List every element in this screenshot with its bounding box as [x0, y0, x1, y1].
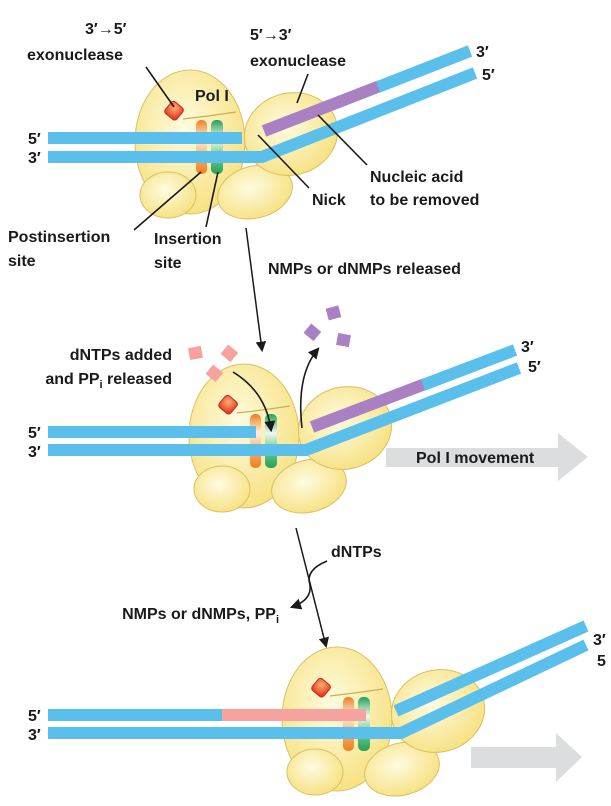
exchange-arrow	[289, 560, 328, 610]
end-label-5prime: 5′	[528, 359, 541, 376]
dna-template-strand	[48, 639, 589, 739]
dna-strand-downstream	[393, 620, 589, 717]
dntp-square	[188, 345, 203, 360]
leader-line	[317, 114, 368, 166]
exo53-label-title: 5′→3′	[250, 27, 292, 44]
nucleic-acid-to-remove	[261, 80, 383, 137]
movement-arrow	[386, 433, 588, 481]
end-label-3prime: 3′	[476, 44, 489, 61]
end-label-3prime: 3′	[28, 150, 41, 167]
nmp-square	[303, 323, 322, 342]
exo35-label-title: 3′→5′	[85, 21, 127, 38]
released-label: NMPs or dNMPs released	[268, 261, 461, 278]
postinsertion-label-line2: site	[8, 253, 36, 270]
nucleic-acid-to-remove	[309, 378, 428, 433]
dna-template-strand	[48, 362, 522, 456]
insertion-label-line2: site	[154, 255, 182, 272]
end-label-5prime: 5′	[482, 67, 495, 84]
exo53-label: exonuclease	[250, 53, 346, 70]
dntps-label: dNTPs	[331, 544, 382, 561]
leader-line	[296, 73, 309, 104]
end-label-3prime: 3′	[593, 632, 606, 649]
dntp-square	[220, 344, 239, 363]
step-arrow	[245, 227, 267, 353]
nmp-square	[325, 305, 342, 321]
leader-line	[205, 171, 219, 228]
pol-i-label: Pol I	[195, 88, 229, 105]
nucleic-acid-label: Nucleic acid	[370, 169, 463, 186]
movement-label: Pol I movement	[416, 450, 535, 467]
dna-strand-downstream	[420, 344, 518, 391]
panel-1-initial: 5′ 3′ 3′ 5′ Pol I 3′→5′ exonuclease 5′→3…	[8, 21, 495, 272]
end-label-3prime: 3′	[28, 444, 41, 461]
pol-i-enzyme	[281, 646, 495, 805]
dna-strand-downstream	[375, 45, 473, 93]
panel-3-translated: 5′ 3′ 3′ 5	[28, 620, 606, 805]
end-label-5prime: 5′	[28, 708, 41, 725]
pp-released-label: and PPi released	[45, 371, 172, 391]
end-label-5prime: 5	[597, 653, 606, 670]
products-label: NMPs or dNMPs, PPi	[122, 606, 279, 626]
end-label-3prime: 3′	[521, 339, 534, 356]
nmp-square	[336, 333, 351, 348]
nick-label: Nick	[312, 192, 346, 209]
exo35-label: exonuclease	[27, 47, 123, 64]
leader-line	[145, 66, 175, 108]
movement-arrow	[471, 733, 582, 782]
step-arrow	[295, 527, 330, 649]
end-label-3prime: 3′	[28, 727, 41, 744]
nmp-release-arrow	[299, 347, 320, 429]
dntp-square	[205, 364, 224, 383]
dntps-added-label: dNTPs added	[70, 347, 172, 364]
panel-2-translation: 5′ 3′ 3′ 5′ dNTPs added and PPi released…	[28, 305, 588, 522]
leader-line	[257, 134, 310, 189]
end-label-5prime: 5′	[28, 131, 41, 148]
insertion-label: Insertion	[154, 231, 222, 248]
pol-i-enzyme	[188, 363, 402, 522]
leader-line	[133, 171, 202, 231]
postinsertion-label: Postinsertion	[8, 229, 110, 246]
nucleic-acid-label-line2: to be removed	[370, 192, 479, 209]
dna-template-strand	[48, 67, 478, 163]
dntp-entry-arrow	[232, 371, 276, 433]
end-label-5prime: 5′	[28, 425, 41, 442]
